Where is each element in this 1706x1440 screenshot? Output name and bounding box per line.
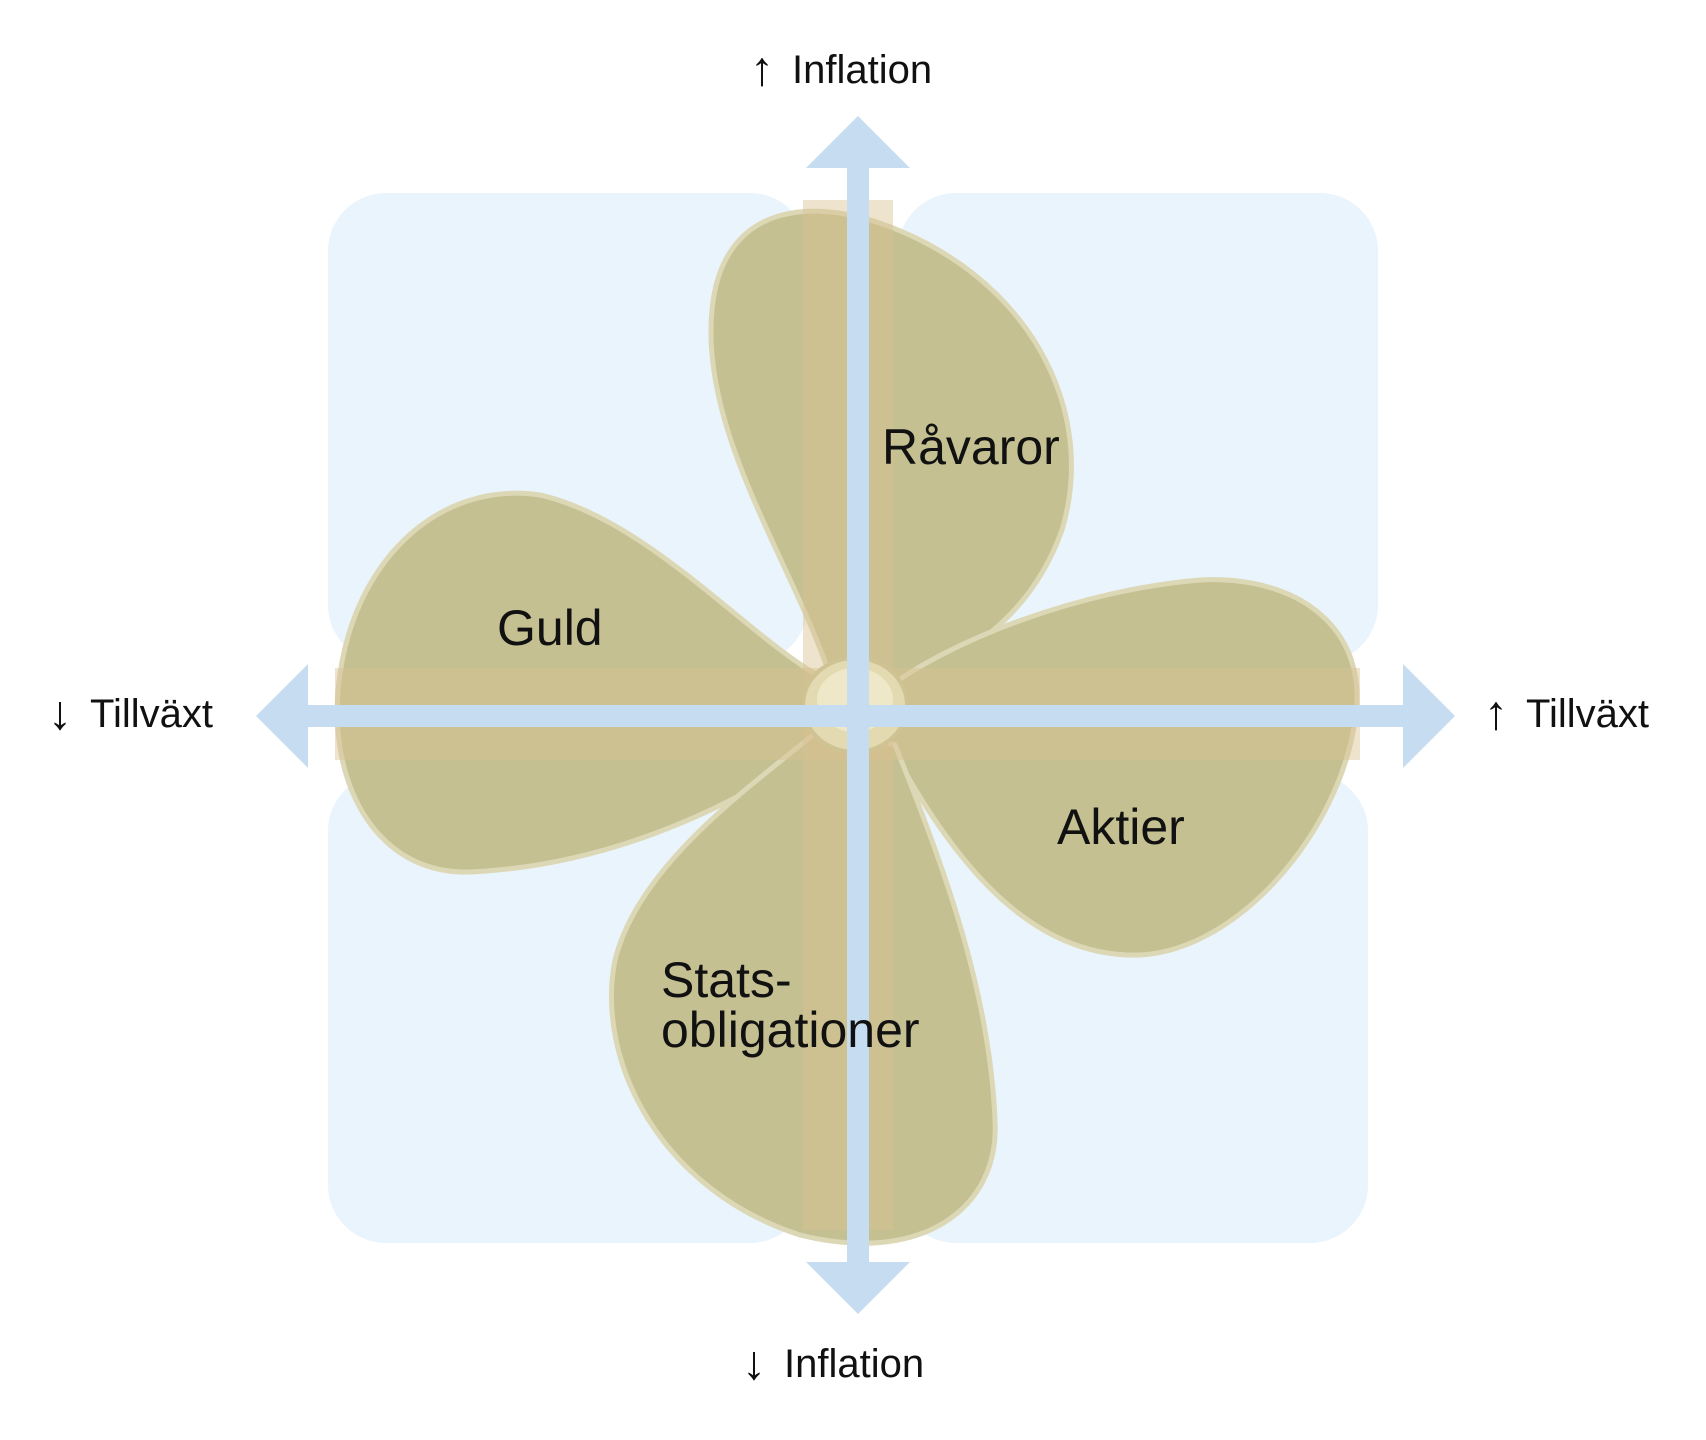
- arrow-up-icon: ↑: [750, 43, 774, 96]
- axis-label-left-text: Tillväxt: [90, 691, 213, 736]
- arrow-up-icon: [806, 116, 910, 168]
- axis-label-top-text: Inflation: [792, 47, 933, 92]
- propeller-blade-bottom: [609, 722, 998, 1246]
- axis-arrows: [256, 116, 1455, 1314]
- propeller-blade-right: [882, 577, 1360, 958]
- propeller-blade-top: [708, 208, 1074, 683]
- quadrant-label-top-left: Guld: [497, 600, 603, 656]
- arrow-right-icon: [1403, 664, 1455, 768]
- axis-label-left: ↓ Tillväxt: [48, 690, 213, 738]
- axis-label-right-text: Tillväxt: [1526, 691, 1649, 736]
- axis-label-bottom: ↓ Inflation: [742, 1340, 924, 1388]
- horizontal-axis-line: [300, 705, 1410, 727]
- quadrant-label-bottom-right: Aktier: [1057, 799, 1185, 855]
- arrow-down-icon: ↓: [742, 1337, 766, 1390]
- arrow-up-icon: ↑: [1484, 687, 1508, 740]
- arrow-down-icon: ↓: [48, 687, 72, 740]
- quadrant-label-bottom-left-line2: obligationer: [661, 1002, 920, 1058]
- quadrant-label-bottom-left: Stats- obligationer: [661, 955, 920, 1055]
- arrow-down-icon: [806, 1262, 910, 1314]
- propeller-blade-left: [334, 490, 829, 875]
- axis-label-right: ↑ Tillväxt: [1484, 690, 1649, 738]
- arrow-left-icon: [256, 664, 308, 768]
- quadrant-label-top-right: Råvaror: [882, 419, 1060, 475]
- quadrant-label-bottom-left-line1: Stats-: [661, 952, 792, 1008]
- axis-label-bottom-text: Inflation: [784, 1341, 925, 1386]
- axis-label-top: ↑ Inflation: [750, 46, 932, 94]
